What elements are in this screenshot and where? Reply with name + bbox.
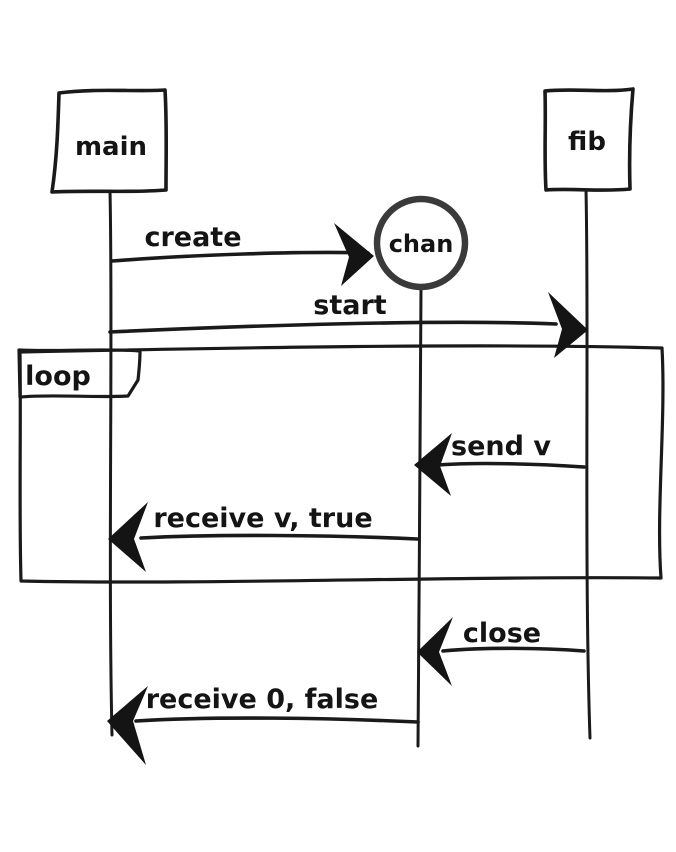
message-start-line [108, 320, 558, 334]
message-send-v-label: send v [451, 431, 551, 462]
message-create-label: create [144, 222, 241, 253]
message-close: close [417, 617, 586, 686]
message-receive-v-true-label: receive v, true [153, 503, 372, 534]
participant-chan: chan [373, 195, 469, 291]
message-create: create [110, 222, 374, 286]
participant-fib-box [543, 87, 635, 192]
participant-main: main [50, 88, 169, 194]
participant-fib-label: fib [568, 127, 606, 157]
arrowhead-right-icon [548, 292, 588, 358]
message-receive-v-true-line [139, 533, 419, 541]
participant-fib: fib [543, 87, 635, 192]
message-close-line [441, 646, 586, 653]
arrowhead-left-icon [107, 686, 148, 765]
arrowhead-left-icon [417, 617, 453, 686]
arrowhead-right-icon [334, 223, 374, 286]
message-receive-0-false-label: receive 0, false [146, 684, 379, 715]
loop-fragment: loop [17, 344, 665, 584]
message-receive-0-false: receive 0, false [107, 684, 420, 765]
lifeline-chan [416, 286, 423, 748]
message-create-line [110, 250, 370, 263]
message-receive-0-false-line [134, 716, 420, 724]
message-start: start [108, 290, 588, 358]
loop-label-box [17, 348, 142, 399]
lifeline-main [108, 189, 114, 737]
loop-fragment-border [18, 344, 665, 584]
participant-chan-label: chan [389, 230, 454, 258]
lifeline-fib [584, 188, 592, 740]
message-send-v: send v [414, 431, 586, 496]
participant-main-label: main [75, 132, 147, 162]
participant-chan-circle [373, 195, 469, 291]
loop-label: loop [25, 361, 91, 392]
arrowhead-left-icon [414, 433, 452, 496]
message-receive-v-true: receive v, true [108, 502, 419, 572]
participant-main-box [50, 88, 169, 194]
message-send-v-line [436, 461, 586, 469]
arrowhead-left-icon [108, 502, 148, 572]
message-close-label: close [463, 618, 541, 649]
message-start-label: start [313, 290, 387, 321]
